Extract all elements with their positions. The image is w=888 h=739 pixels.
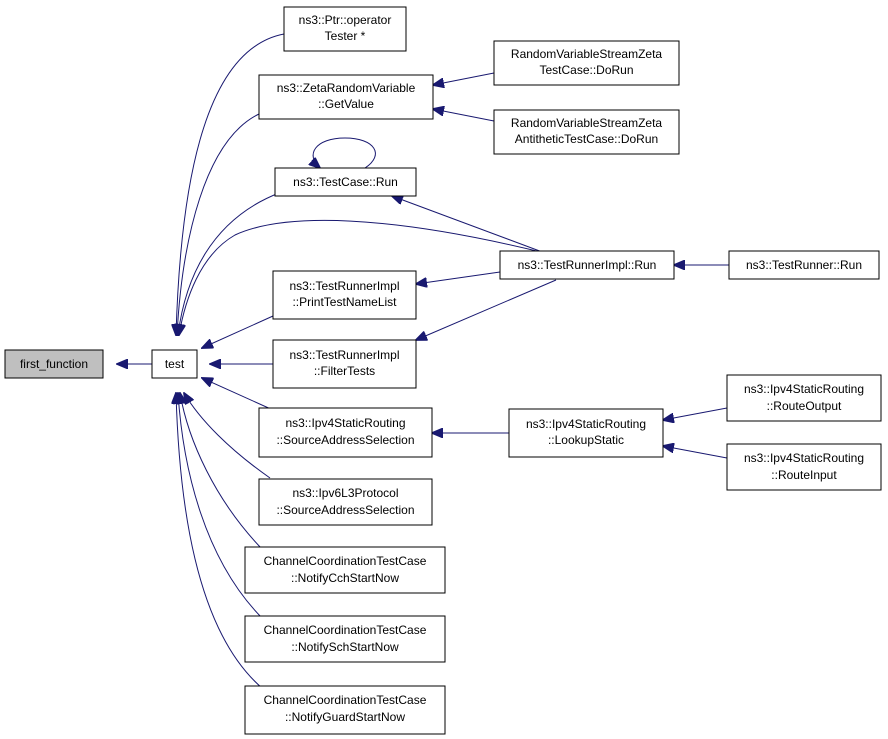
node-filter-tests[interactable]: ns3::TestRunnerImpl ::FilterTests <box>272 339 417 389</box>
edge-notify-sch-to-test <box>178 393 263 619</box>
node-label-line-1: ns3::TestRunnerImpl <box>289 348 399 362</box>
node-label: ns3::TestCase::Run <box>293 175 398 189</box>
node-print-test-name-list[interactable]: ns3::TestRunnerImpl ::PrintTestNameList <box>272 270 417 320</box>
edge-ipv6-sas-to-test <box>184 393 271 479</box>
edge-zeta-getvalue-to-test <box>177 113 260 335</box>
node-ipv4-route-output[interactable]: ns3::Ipv4StaticRouting ::RouteOutput <box>726 374 882 422</box>
node-label-line-2: ::PrintTestNameList <box>292 295 397 309</box>
edge-testrunnerimpl-run-to-filter-tests <box>416 279 557 340</box>
node-label-line-1: ns3::Ipv4StaticRouting <box>744 382 864 396</box>
node-label-line-1: ChannelCoordinationTestCase <box>264 693 427 707</box>
node-label-line-2: ::RouteInput <box>771 468 837 482</box>
edge-testrunnerimpl-run-to-print-test-name-list <box>416 271 501 284</box>
node-ipv4-route-input[interactable]: ns3::Ipv4StaticRouting ::RouteInput <box>726 443 882 491</box>
node-notify-cch-start-now[interactable]: ChannelCoordinationTestCase ::NotifyCchS… <box>244 546 446 594</box>
node-label-line-2: ::LookupStatic <box>548 433 624 447</box>
node-label: test <box>165 357 185 371</box>
node-label: ns3::TestRunnerImpl::Run <box>518 258 657 272</box>
edge-notify-guard-to-test <box>176 393 263 689</box>
node-ipv6-source-address-selection[interactable]: ns3::Ipv6L3Protocol ::SourceAddressSelec… <box>258 478 433 526</box>
edge-ipv4-route-input-to-ipv4-lookup <box>663 446 728 459</box>
node-testrunnerimpl-run[interactable]: ns3::TestRunnerImpl::Run <box>499 250 675 280</box>
node-label-line-1: ns3::Ipv4StaticRouting <box>526 417 646 431</box>
edge-rvs-zeta-dorun-to-zeta-getvalue <box>433 72 495 85</box>
node-label-line-2: ::RouteOutput <box>767 399 842 413</box>
edge-ptr-operator-to-test <box>176 33 285 335</box>
node-testcase-run[interactable]: ns3::TestCase::Run <box>274 167 417 197</box>
edges <box>117 33 729 689</box>
node-label-line-1: ns3::ZetaRandomVariable <box>277 81 416 95</box>
node-label-line-1: ns3::Ipv6L3Protocol <box>292 486 398 500</box>
node-label-line-2: Tester * <box>325 29 366 43</box>
node-ipv4-source-address-selection[interactable]: ns3::Ipv4StaticRouting ::SourceAddressSe… <box>258 407 433 458</box>
edge-testrunnerimpl-run-to-test <box>179 219 546 335</box>
node-label-line-1: RandomVariableStreamZeta <box>511 47 663 61</box>
node-label-line-2: ::SourceAddressSelection <box>276 433 414 447</box>
node-label-line-2: ::FilterTests <box>314 364 375 378</box>
edge-ipv4-sas-to-test <box>202 378 274 411</box>
node-rvs-zeta-antithetic-dorun[interactable]: RandomVariableStreamZeta AntitheticTestC… <box>493 109 680 155</box>
node-test[interactable]: test <box>151 349 198 379</box>
node-first-function[interactable]: first_function <box>4 349 104 379</box>
node-label-line-1: ns3::TestRunnerImpl <box>289 279 399 293</box>
node-label-line-1: ChannelCoordinationTestCase <box>264 554 427 568</box>
node-label-line-1: RandomVariableStreamZeta <box>511 116 663 130</box>
node-label-line-1: ns3::Ipv4StaticRouting <box>744 451 864 465</box>
edge-testrunnerimpl-run-to-testcase-run <box>392 196 546 254</box>
node-label-line-2: ::NotifyGuardStartNow <box>285 710 405 724</box>
node-label-line-2: TestCase::DoRun <box>539 63 633 77</box>
edge-testcase-run-self-loop <box>313 137 376 168</box>
node-label: ns3::TestRunner::Run <box>746 258 862 272</box>
edge-rvs-zeta-anti-dorun-to-zeta-getvalue <box>433 109 495 122</box>
node-label: first_function <box>20 357 88 371</box>
node-rvs-zeta-testcase-dorun[interactable]: RandomVariableStreamZeta TestCase::DoRun <box>493 40 680 86</box>
node-notify-guard-start-now[interactable]: ChannelCoordinationTestCase ::NotifyGuar… <box>244 685 446 735</box>
edge-testcase-run-to-test <box>178 192 280 335</box>
node-testrunner-run[interactable]: ns3::TestRunner::Run <box>728 250 880 280</box>
node-label-line-2: ::SourceAddressSelection <box>276 503 414 517</box>
node-label-line-2: AntitheticTestCase::DoRun <box>515 132 658 146</box>
node-ptr-operator-tester[interactable]: ns3::Ptr::operator Tester * <box>283 6 407 52</box>
node-ipv4-lookup-static[interactable]: ns3::Ipv4StaticRouting ::LookupStatic <box>508 408 664 458</box>
node-label-line-1: ns3::Ptr::operator <box>299 13 392 27</box>
node-notify-sch-start-now[interactable]: ChannelCoordinationTestCase ::NotifySchS… <box>244 615 446 663</box>
edge-print-test-name-list-to-test <box>202 315 274 348</box>
edge-notify-cch-to-test <box>180 393 263 550</box>
node-label-line-2: ::GetValue <box>318 97 374 111</box>
edge-ipv4-route-output-to-ipv4-lookup <box>663 407 728 420</box>
node-label-line-1: ChannelCoordinationTestCase <box>264 623 427 637</box>
node-label-line-1: ns3::Ipv4StaticRouting <box>285 416 405 430</box>
node-label-line-2: ::NotifySchStartNow <box>291 640 399 654</box>
node-label-line-2: ::NotifyCchStartNow <box>291 571 399 585</box>
node-zeta-getvalue[interactable]: ns3::ZetaRandomVariable ::GetValue <box>258 74 434 120</box>
